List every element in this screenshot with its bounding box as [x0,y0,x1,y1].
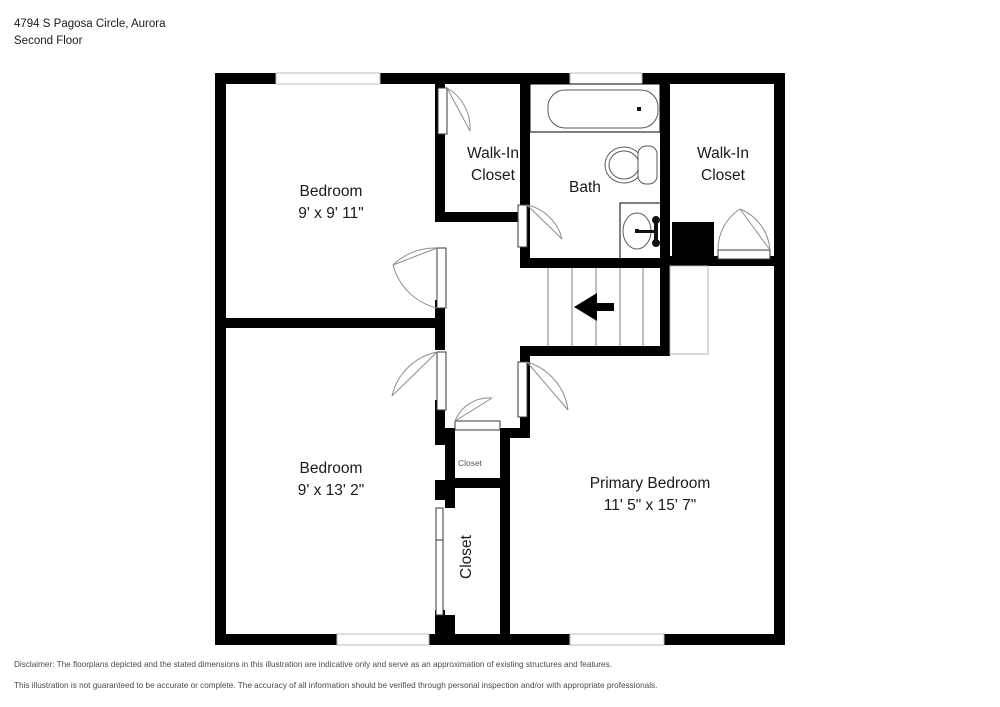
label-walkin-left-line2: Closet [471,167,516,184]
door-bath [517,204,563,248]
door-primary-bedroom [517,361,569,418]
label-bath: Bath [569,179,601,196]
label-closet-small: Closet [458,458,483,468]
label-closet-tall: Closet [458,534,475,579]
faucet-spout [639,230,654,233]
sink-vanity [619,202,666,261]
label-bedroom-top-left: Bedroom [300,183,363,200]
interior-walls [215,84,774,645]
dim-bedroom-top-left: 9' x 9' 11" [298,205,363,222]
door-closet-small [454,397,501,431]
windows [275,72,665,646]
door-walkin-left [437,87,471,135]
vanity-counter [619,202,666,261]
label-walkin-right-line1: Walk-In [697,145,749,162]
label-walkin-right-line2: Closet [701,167,746,184]
bath-fixtures [529,83,666,261]
disclaimer-line-1: Disclaimer: The floorplans depicted and … [14,660,612,669]
room-labels: Bedroom 9' x 9' 11" Bedroom 9' x 13' 2" … [298,145,749,579]
disclaimer-footer: Disclaimer: The floorplans depicted and … [14,660,974,702]
property-address: 4794 S Pagosa Circle, Aurora [14,18,166,30]
disclaimer-line-2: This illustration is not guaranteed to b… [14,680,658,690]
door-bedroom-bottom-left [391,351,447,411]
label-bedroom-bottom-left: Bedroom [300,460,363,477]
doors [391,87,771,616]
label-primary-bedroom: Primary Bedroom [590,475,711,492]
staircase [547,265,709,355]
bathtub [547,89,659,129]
window-top-right [569,72,643,85]
window-top-left [275,72,381,85]
plan-header: 4794 S Pagosa Circle, Aurora Second Floo… [14,16,166,49]
label-walkin-left-line1: Walk-In [467,145,519,162]
dim-bedroom-bottom-left: 9' x 13' 2" [298,482,365,499]
sink-drain [635,229,639,233]
stair-direction-arrow [574,293,614,321]
window-bottom-left [336,633,430,646]
tub-enclosure [529,83,661,133]
window-bottom-right [569,633,665,646]
dim-primary-bedroom: 11' 5" x 15' 7" [604,497,696,514]
tub-drain [637,107,641,111]
door-closet-tall [435,507,444,616]
door-walkin-right [717,208,771,260]
door-bedroom-top-left [392,247,447,309]
floor-label: Second Floor [14,34,83,47]
toilet [604,145,658,185]
